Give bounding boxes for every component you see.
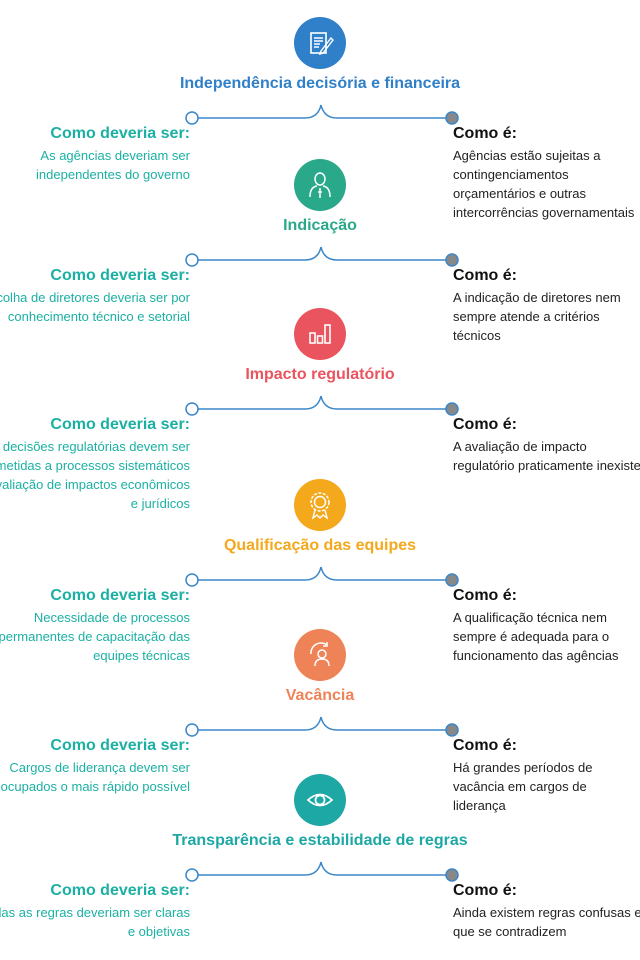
section-4: Qualificação das equipes Como deveria se… xyxy=(0,479,640,663)
brace-connector xyxy=(185,395,459,416)
should-node-icon xyxy=(185,111,199,125)
award-badge-icon xyxy=(294,479,346,531)
should-block: Como deveria ser: Todas as regras deveri… xyxy=(0,882,190,941)
should-heading: Como deveria ser: xyxy=(50,882,190,899)
document-pen-icon xyxy=(294,17,346,69)
section-2: Indicação Como deveria ser: A escolha de… xyxy=(0,159,640,343)
should-node-icon xyxy=(185,723,199,737)
brace-connector xyxy=(185,566,459,587)
should-heading: Como deveria ser: xyxy=(50,125,190,142)
should-heading: Como deveria ser: xyxy=(50,737,190,754)
should-heading: Como deveria ser: xyxy=(50,587,190,604)
is-text: A indicação de diretores nem sempre aten… xyxy=(453,290,621,343)
should-block: Como deveria ser: Necessidade de process… xyxy=(0,587,190,665)
should-text: As agências deveriam ser independentes d… xyxy=(36,148,190,182)
should-text: As decisões regulatórias devem ser subme… xyxy=(0,439,190,511)
is-block: Como é: A qualificação técnica nem sempr… xyxy=(453,587,640,665)
is-heading: Como é: xyxy=(453,882,517,899)
bar-chart-icon xyxy=(294,308,346,360)
brace-connector xyxy=(185,104,459,125)
is-node-icon xyxy=(445,573,459,587)
is-text: A qualificação técnica nem sempre é adeq… xyxy=(453,610,619,663)
is-block: Como é: Agências estão sujeitas a contin… xyxy=(453,125,640,222)
section-title: Vacância xyxy=(285,687,355,704)
should-block: Como deveria ser: As decisões regulatóri… xyxy=(0,416,190,513)
should-text: Todas as regras deveriam ser claras e ob… xyxy=(0,905,190,939)
is-block: Como é: A indicação de diretores nem sem… xyxy=(453,267,640,345)
eye-icon xyxy=(294,774,346,826)
should-node-icon xyxy=(185,573,199,587)
should-node-icon xyxy=(185,402,199,416)
should-heading: Como deveria ser: xyxy=(50,416,190,433)
should-heading: Como deveria ser: xyxy=(50,267,190,284)
section-5: Vacância Como deveria ser: Cargos de lid… xyxy=(0,629,640,813)
is-text: Agências estão sujeitas a contingenciame… xyxy=(453,148,635,220)
should-block: Como deveria ser: Cargos de liderança de… xyxy=(0,737,190,796)
section-3: Impacto regulatório Como deveria ser: As… xyxy=(0,308,640,511)
section-title: Transparência e estabilidade de regras xyxy=(172,832,468,849)
brace-connector xyxy=(185,246,459,267)
should-text: Cargos de liderança devem ser ocupados o… xyxy=(0,760,190,794)
section-6: Transparência e estabilidade de regras C… xyxy=(0,774,640,939)
should-text: Necessidade de processos permanentes de … xyxy=(0,610,190,663)
is-heading: Como é: xyxy=(453,587,517,604)
is-text: Há grandes períodos de vacância em cargo… xyxy=(453,760,593,813)
is-heading: Como é: xyxy=(453,125,517,142)
is-node-icon xyxy=(445,111,459,125)
section-title: Qualificação das equipes xyxy=(223,537,417,554)
should-block: Como deveria ser: A escolha de diretores… xyxy=(0,267,190,326)
section-title: Independência decisória e financeira xyxy=(179,75,461,92)
section-1: Independência decisória e financeira Com… xyxy=(0,17,640,220)
is-text: A avaliação de impacto regulatório prati… xyxy=(453,439,640,473)
is-node-icon xyxy=(445,402,459,416)
is-block: Como é: A avaliação de impacto regulatór… xyxy=(453,416,640,475)
is-heading: Como é: xyxy=(453,737,517,754)
is-node-icon xyxy=(445,723,459,737)
is-heading: Como é: xyxy=(453,267,517,284)
is-node-icon xyxy=(445,868,459,882)
section-title: Impacto regulatório xyxy=(245,366,395,383)
brace-connector xyxy=(185,716,459,737)
is-block: Como é: Ainda existem regras confusas e … xyxy=(453,882,640,941)
is-node-icon xyxy=(445,253,459,267)
should-node-icon xyxy=(185,868,199,882)
brace-connector xyxy=(185,861,459,882)
is-block: Como é: Há grandes períodos de vacância … xyxy=(453,737,640,815)
should-block: Como deveria ser: As agências deveriam s… xyxy=(0,125,190,184)
is-text: Ainda existem regras confusas e que se c… xyxy=(453,905,640,939)
should-text: A escolha de diretores deveria ser por c… xyxy=(0,290,190,324)
person-pointing-icon xyxy=(294,159,346,211)
person-cycle-icon xyxy=(294,629,346,681)
should-node-icon xyxy=(185,253,199,267)
section-title: Indicação xyxy=(283,217,357,234)
is-heading: Como é: xyxy=(453,416,517,433)
